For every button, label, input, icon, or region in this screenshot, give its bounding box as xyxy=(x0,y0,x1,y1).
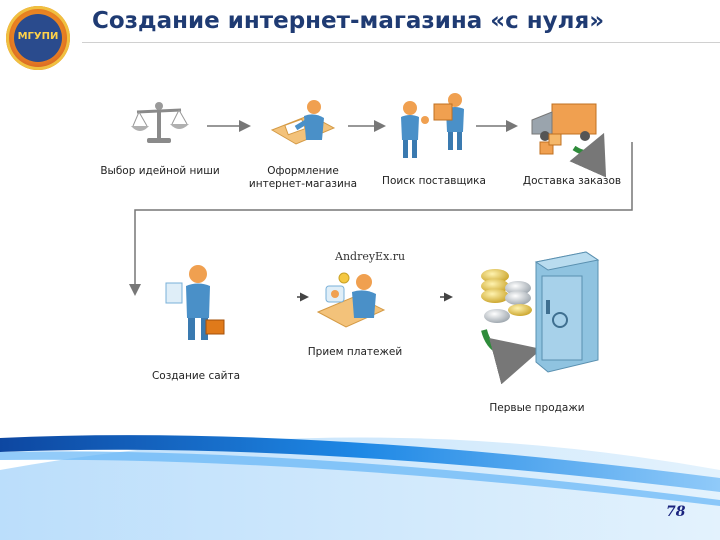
step-caption-delivery: Доставка заказов xyxy=(522,175,622,187)
university-logo: МГУПИ xyxy=(6,6,70,70)
person-with-briefcase-icon xyxy=(165,265,225,340)
step-caption-store-design: Оформление интернет-магазина xyxy=(248,165,358,190)
step-caption-supplier: Поиск поставщика xyxy=(382,175,486,187)
page-number: 78 xyxy=(666,504,686,520)
page-title: Создание интернет-магазина «с нуля» xyxy=(92,8,605,34)
step-caption-payments: Прием платежей xyxy=(307,346,403,358)
flow-connector-4-5 xyxy=(129,142,633,296)
coins-to-safe-icon xyxy=(481,251,600,385)
step-caption-first-sales: Первые продажи xyxy=(489,402,585,414)
designer-at-desk-icon xyxy=(270,100,336,145)
step-caption-niche: Выбор идейной ниши xyxy=(100,165,220,177)
title-divider xyxy=(82,42,720,43)
logo-text: МГУПИ xyxy=(17,31,59,42)
supplier-with-box-icon xyxy=(401,93,464,158)
logo-inner-circle: МГУПИ xyxy=(14,14,62,62)
bottom-swoosh-decoration xyxy=(0,435,720,540)
step-caption-website: Создание сайта xyxy=(151,370,241,382)
cashier-at-desk-icon xyxy=(316,272,386,328)
safe xyxy=(534,251,600,373)
watermark-text: AndreyEx.ru xyxy=(335,250,406,263)
coin-stack xyxy=(481,269,532,323)
delivery-truck-icon xyxy=(531,103,607,178)
scales-icon xyxy=(131,102,189,143)
